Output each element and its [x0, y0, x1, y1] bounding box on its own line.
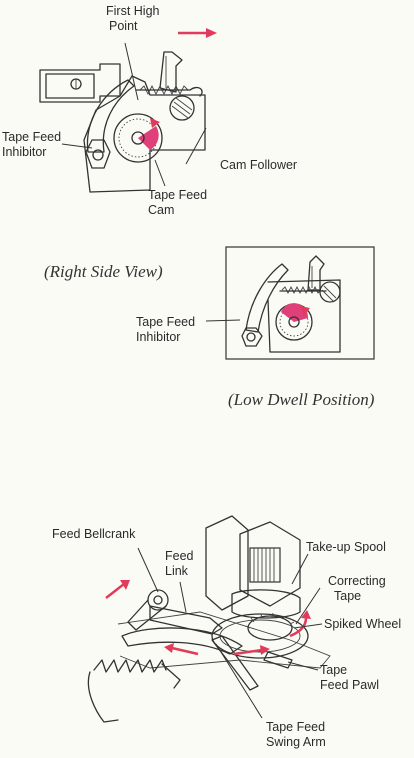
- motion-arrow-icon: [233, 645, 270, 656]
- label-tape-feed-inhibitor-2: Tape Feed Inhibitor: [136, 315, 196, 344]
- motion-arrow-icon: [164, 643, 199, 656]
- motion-arrow-icon: [178, 28, 217, 38]
- return-spring: [87, 659, 181, 723]
- label-tape-feed-swing-arm: Tape Feed Swing Arm: [266, 720, 326, 749]
- label-tape-feed-pawl: Tape Feed Pawl: [320, 663, 380, 692]
- label-spiked-wheel: Spiked Wheel: [324, 617, 402, 631]
- caption-right-side-view: (Right Side View): [44, 262, 163, 281]
- label-first-high-point: First High Point: [106, 4, 160, 33]
- label-tape-feed-inhibitor-1: Tape Feed Inhibitor: [2, 130, 62, 159]
- label-take-up-spool: Take-up Spool: [306, 540, 386, 554]
- caption-low-dwell-position: (Low Dwell Position): [228, 390, 375, 409]
- label-tape-feed-cam: Tape Feed Cam: [148, 188, 208, 217]
- label-feed-link: Feed Link: [165, 549, 194, 578]
- rotation-arrow-icon: [289, 610, 311, 638]
- label-cam-follower: Cam Follower: [220, 158, 298, 172]
- motion-arrow-icon: [105, 580, 130, 599]
- label-feed-bellcrank: Feed Bellcrank: [52, 527, 136, 541]
- label-correcting-tape: Correcting Tape: [328, 574, 386, 603]
